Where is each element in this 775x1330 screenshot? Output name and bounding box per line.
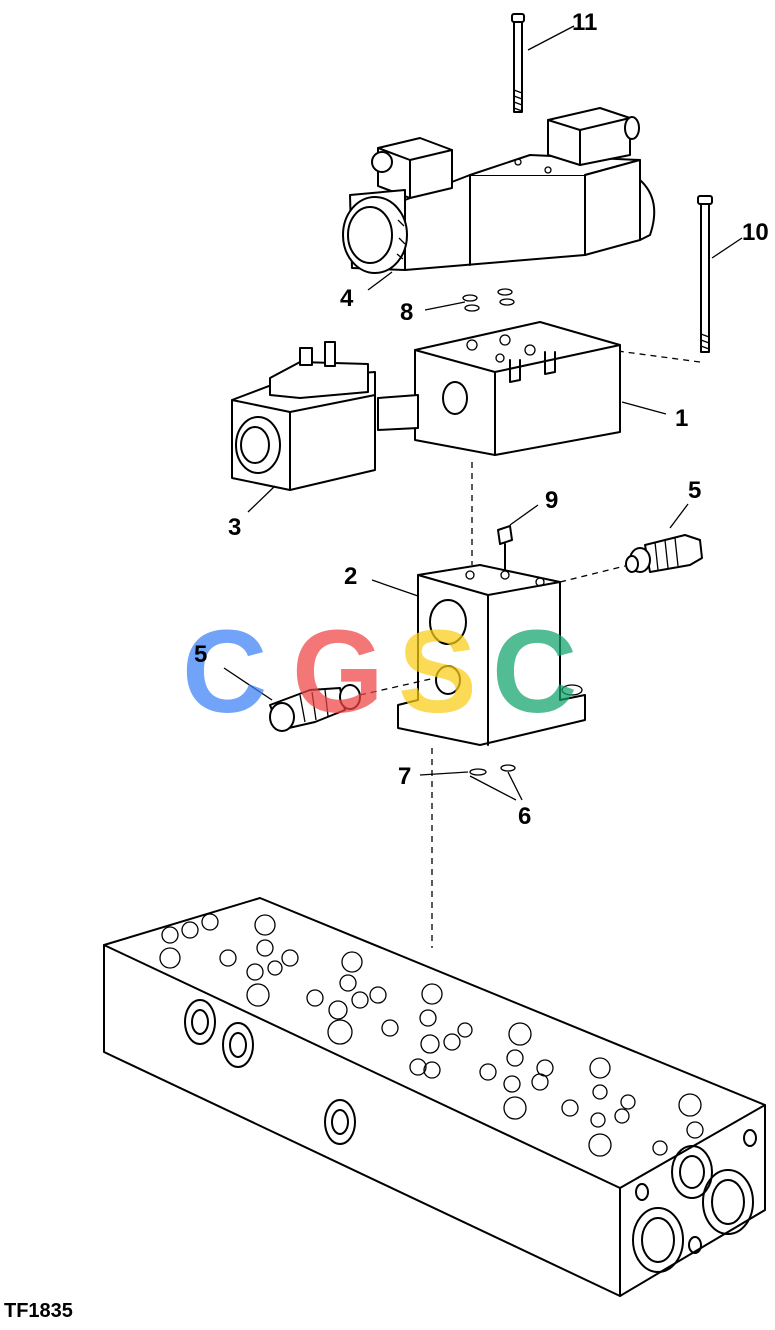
callout-4: 4 — [340, 285, 354, 312]
adapter-block-part-2 — [397, 564, 586, 746]
callout-2: 2 — [344, 563, 357, 590]
bolt-part-10 — [697, 195, 713, 353]
solenoid-coil-part-3 — [231, 341, 419, 491]
callout-10: 10 — [742, 219, 769, 246]
callout-7: 7 — [398, 763, 411, 790]
watermark-letter-3: S — [398, 606, 477, 738]
callout-1: 1 — [675, 405, 688, 432]
callout-6: 6 — [518, 803, 531, 830]
screw-part-9 — [497, 525, 513, 573]
callout-5-right: 5 — [688, 477, 701, 504]
watermark-letter-2: G — [292, 606, 384, 738]
o-rings-part-6-7 — [469, 764, 516, 776]
o-rings-part-8 — [462, 288, 515, 312]
manifold-block — [103, 897, 766, 1297]
fitting-part-5-right — [625, 534, 703, 573]
figure-id: TF1835 — [4, 1300, 73, 1322]
callout-5-left: 5 — [194, 641, 207, 668]
solenoid-valve-part-4 — [342, 107, 656, 274]
callout-8: 8 — [400, 299, 413, 326]
callout-3: 3 — [228, 514, 241, 541]
callout-11: 11 — [572, 9, 597, 36]
valve-block-part-1 — [414, 321, 621, 456]
watermark-letter-1: C — [182, 606, 267, 738]
callout-9: 9 — [545, 487, 558, 514]
watermark: C G S C — [182, 606, 577, 738]
fitting-part-5-left — [269, 684, 361, 732]
watermark-letter-4: C — [492, 606, 577, 738]
bolt-part-11 — [511, 13, 525, 113]
